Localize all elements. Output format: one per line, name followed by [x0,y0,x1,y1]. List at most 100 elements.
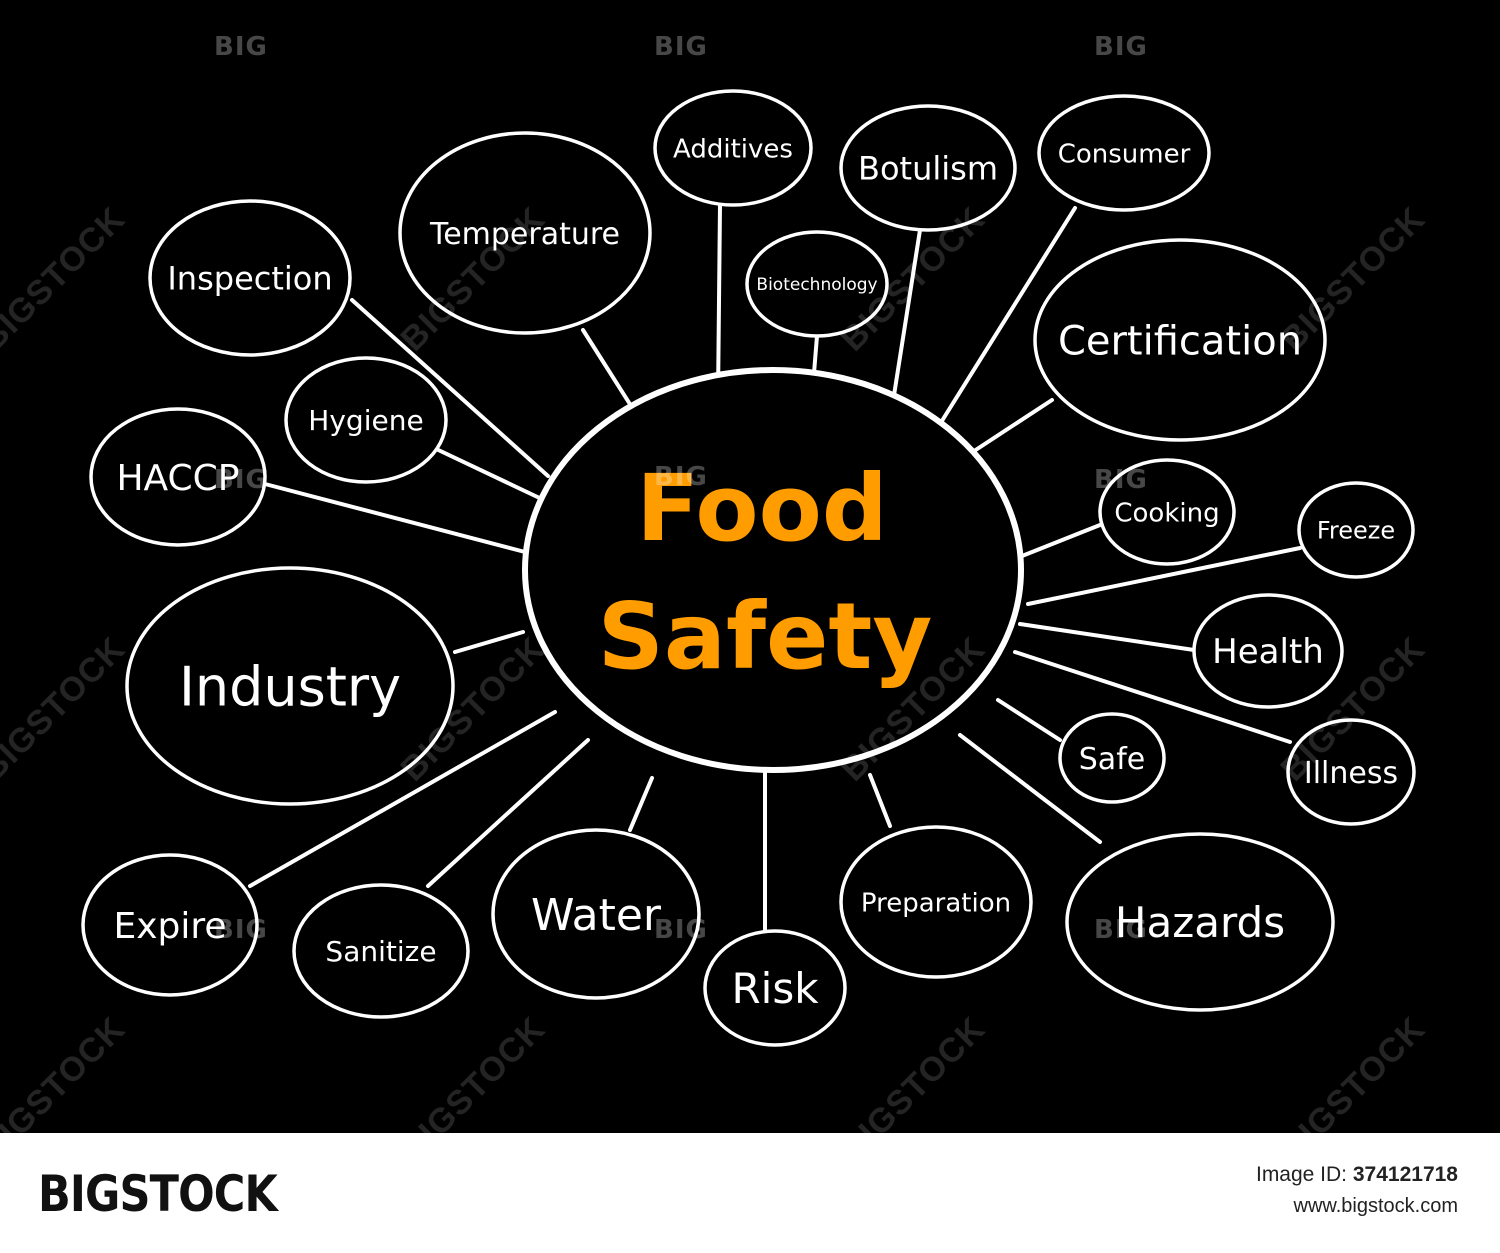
node-label: Hazards [1115,898,1285,947]
node-freeze: Freeze [1297,481,1415,579]
node-temperature: Temperature [398,131,652,335]
node-hygiene: Hygiene [284,356,448,484]
node-label: Cooking [1114,498,1219,528]
watermark-big: BIG [1094,32,1148,62]
center-node: Food Safety [522,367,1024,773]
node-label: Illness [1304,756,1398,791]
image-id-block: Image ID: 374121718 www.bigstock.com [1256,1163,1458,1218]
node-label: Expire [113,906,226,947]
connector-expire [248,710,557,888]
node-ellipse [1098,458,1236,566]
connector-botulism [890,228,922,410]
node-ellipse [1058,712,1166,804]
connector-safe [996,698,1062,742]
node-label: Botulism [858,150,998,188]
node-haccp: HACCP [89,407,267,547]
node-risk: Risk [703,929,847,1047]
node-water: Water [491,828,701,1000]
center-title-line2: Safety [598,583,933,690]
image-id-line: Image ID: 374121718 [1256,1163,1458,1187]
node-label: Health [1212,632,1324,672]
image-id-label: Image ID: [1255,1163,1348,1186]
connector-hygiene [430,445,550,504]
connector-hazards [958,733,1102,844]
node-label: HACCP [116,458,239,499]
watermark-big: BIG [214,915,268,945]
image-id-value: 374121718 [1352,1163,1458,1186]
watermark-big: BIG [214,465,268,495]
node-label: Additives [673,134,793,164]
node-label: Water [531,890,662,941]
brand-logo[interactable]: BIGSTOCK [38,1165,278,1223]
watermark-big: BIG [654,462,708,492]
connector-cooking [1020,523,1102,558]
node-ellipse [398,131,652,335]
node-label: Inspection [167,260,332,298]
node-ellipse [1286,718,1416,826]
node-label: Hygiene [308,404,423,437]
watermark-big: BIG [654,32,708,62]
connector-consumer [933,206,1077,434]
node-safe: Safe [1058,712,1166,804]
node-ellipse [491,828,701,1000]
node-ellipse [745,230,889,338]
node-ellipse [839,825,1033,979]
node-botulism: Botulism [839,104,1017,232]
node-biotechnology: Biotechnology [745,230,889,338]
site-url[interactable]: www.bigstock.com [1293,1195,1459,1217]
node-certification: Certification [1033,238,1327,442]
connector-health [1018,622,1196,652]
node-ellipse [1065,832,1335,1012]
node-ellipse [1297,481,1415,579]
connector-freeze [1026,546,1302,606]
node-label: Consumer [1058,139,1191,169]
nodes: Inspection Temperature AdditivesBiotechnol… [81,89,1416,1047]
node-ellipse [703,929,847,1047]
node-label: Certification [1058,318,1302,364]
node-label: Preparation [861,888,1011,918]
node-additives: Additives [653,89,813,207]
node-health: Health [1192,593,1344,709]
node-label: Industry [179,655,401,718]
center-title-line1: Food [636,455,887,562]
center-ellipse [522,367,1024,773]
node-consumer: Consumer [1037,94,1211,212]
node-ellipse [148,199,352,357]
node-cooking: Cooking [1098,458,1236,566]
node-label: Safe [1079,742,1145,777]
node-label: Risk [731,964,819,1013]
node-ellipse [839,104,1017,232]
watermark-big: BIG [1094,915,1148,945]
connector-industry [453,630,525,654]
node-inspection: Inspection [148,199,352,357]
node-ellipse [1192,593,1344,709]
node-ellipse [81,853,259,997]
mind-map: Inspection Temperature AdditivesBiotechnol… [81,89,1416,1047]
node-ellipse [1037,94,1211,212]
node-label: Temperature [429,217,620,252]
node-ellipse [653,89,813,207]
connector-additives [716,203,722,400]
node-ellipse [284,356,448,484]
node-ellipse [89,407,267,547]
node-preparation: Preparation [839,825,1033,979]
node-ellipse [125,566,455,806]
node-illness: Illness [1286,718,1416,826]
watermark-big: BIG [214,32,268,62]
node-ellipse [1033,238,1327,442]
connector-preparation [868,773,892,828]
node-ellipse [292,883,470,1019]
connector-inspection [350,298,550,478]
connector-haccp [263,482,527,554]
node-label: Biotechnology [756,275,877,295]
node-hazards: Hazards [1065,832,1335,1012]
node-expire: Expire [81,853,259,997]
node-sanitize: Sanitize [292,883,470,1019]
watermark-big: BIG [1094,465,1148,495]
connector-illness [1013,650,1292,744]
connector-water [628,776,654,832]
connector-certification [966,398,1054,457]
watermark-big: BIG [654,915,708,945]
node-industry: Industry [125,566,455,806]
